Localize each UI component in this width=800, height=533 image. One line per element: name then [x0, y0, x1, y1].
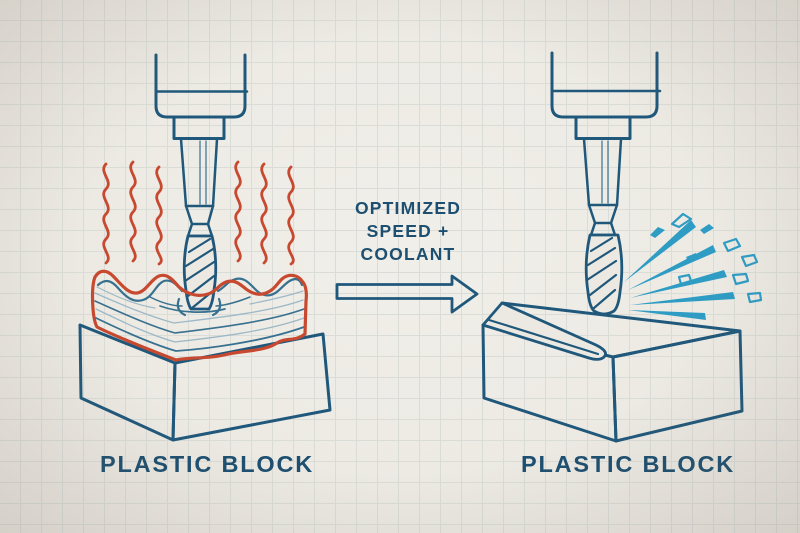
tool-shank: [582, 137, 623, 207]
chip: [731, 272, 750, 286]
right-plastic-block: [481, 301, 744, 443]
caption-line-3: COOLANT: [360, 244, 456, 264]
chip: [650, 227, 665, 238]
chip: [670, 212, 693, 229]
tool-shank: [179, 137, 219, 208]
heat-wave: [155, 165, 163, 266]
machined-ridge: [481, 301, 607, 361]
transition-caption: OPTIMIZED SPEED + COOLANT: [326, 197, 490, 266]
spindle-housing: [550, 51, 659, 119]
spray-ray: [630, 292, 735, 305]
left-plastic-block: [78, 323, 332, 442]
melted-surface: [94, 277, 305, 343]
heat-wave: [129, 160, 137, 263]
left-spindle: [154, 53, 249, 311]
block-front-right-face: [611, 329, 744, 443]
chip: [746, 291, 763, 304]
heat-wave: [260, 162, 268, 265]
spray-ray: [624, 220, 696, 282]
spray-ray: [630, 270, 727, 298]
heat-wave: [102, 162, 110, 265]
spray-ray: [628, 310, 706, 320]
heat-wave: [234, 160, 242, 263]
caption-line-2: SPEED +: [366, 221, 450, 241]
chip: [722, 237, 742, 253]
right-block-label: PLASTIC BLOCK: [520, 451, 735, 477]
caption-line-1: OPTIMIZED: [354, 198, 462, 218]
left-block-label: PLASTIC BLOCK: [99, 451, 314, 477]
melted-surface-outline: [90, 269, 308, 362]
heat-wave: [287, 165, 295, 266]
spindle-housing: [154, 53, 247, 119]
end-mill-flutes: [584, 233, 624, 316]
heat-waves-icon: [102, 160, 295, 266]
chip: [677, 273, 693, 286]
arrow-right-icon: [335, 274, 479, 314]
end-mill-flutes: [182, 234, 218, 311]
melted-surface-front: [90, 269, 308, 362]
melt-splash: [176, 297, 222, 317]
coolant-chips-icon: [624, 212, 763, 320]
chip: [740, 253, 759, 268]
chip: [686, 253, 699, 263]
right-spindle: [550, 51, 662, 316]
spindle-collar: [172, 115, 226, 140]
spindle-collar: [574, 115, 632, 140]
chip: [700, 224, 714, 234]
